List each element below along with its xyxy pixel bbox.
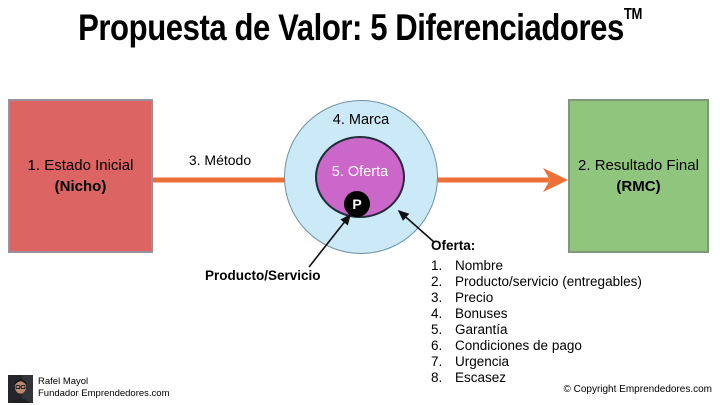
offer-item-number: 5. bbox=[431, 322, 443, 337]
offer-item-label: Nombre bbox=[455, 258, 504, 273]
copyright-text: © Copyright Emprendedores.com bbox=[563, 384, 712, 395]
result-box: 2. Resultado Final (RMC) bbox=[568, 99, 709, 253]
offer-list-item: 1. Nombre bbox=[431, 258, 642, 274]
offer-list-item: 3. Precio bbox=[431, 290, 642, 306]
offer-item-number: 1. bbox=[431, 258, 443, 273]
offer-item-label: Garantía bbox=[455, 322, 508, 337]
method-label: 3. Método bbox=[188, 152, 252, 168]
offer-list-item: 8. Escasez bbox=[431, 370, 642, 386]
offer-item-label: Precio bbox=[455, 290, 494, 305]
offer-ellipse: 5. Oferta bbox=[315, 136, 405, 218]
offer-item-number: 4. bbox=[431, 306, 443, 321]
offer-list-item: 6. Condiciones de pago bbox=[431, 338, 642, 354]
offer-item-number: 2. bbox=[431, 274, 443, 289]
offer-item-label: Condiciones de pago bbox=[455, 338, 582, 353]
result-line2: (RMC) bbox=[616, 178, 661, 195]
brand-label: 4. Marca bbox=[332, 112, 390, 128]
slide-title: Propuesta de Valor: 5 DiferenciadoresTM bbox=[58, 5, 663, 49]
offer-item-label: Escasez bbox=[455, 370, 507, 385]
offer-list-item: 7. Urgencia bbox=[431, 354, 642, 370]
offer-item-number: 6. bbox=[431, 338, 443, 353]
offer-item-label: Urgencia bbox=[455, 354, 510, 369]
author-name: Rafel Mayol bbox=[38, 376, 89, 387]
trademark-superscript: TM bbox=[623, 5, 642, 23]
offer-item-number: 3. bbox=[431, 290, 443, 305]
slide-title-text: Propuesta de Valor: 5 Diferenciadores bbox=[78, 7, 624, 48]
offer-details-panel: Oferta: 1. Nombre 2. Producto/servicio (… bbox=[431, 238, 642, 386]
initial-state-line2: (Nicho) bbox=[54, 178, 107, 195]
offer-item-label: Producto/servicio (entregables) bbox=[455, 274, 642, 289]
offer-details-list: 1. Nombre 2. Producto/servicio (entregab… bbox=[431, 258, 642, 386]
initial-state-box: 1. Estado Inicial (Nicho) bbox=[8, 99, 153, 253]
offer-details-heading: Oferta: bbox=[431, 238, 476, 253]
initial-state-line1: 1. Estado Inicial bbox=[27, 157, 134, 174]
offer-label: 5. Oferta bbox=[331, 164, 389, 180]
product-service-label: Producto/Servicio bbox=[205, 268, 321, 283]
author-role: Fundador Emprendedores.com bbox=[38, 388, 170, 399]
offer-list-item: 2. Producto/servicio (entregables) bbox=[431, 274, 642, 290]
offer-item-label: Bonuses bbox=[455, 306, 508, 321]
result-line1: 2. Resultado Final bbox=[578, 157, 699, 174]
author-photo bbox=[8, 375, 33, 403]
offer-item-number: 8. bbox=[431, 370, 443, 385]
offer-item-number: 7. bbox=[431, 354, 443, 369]
product-badge: P bbox=[344, 191, 370, 217]
offer-list-item: 4. Bonuses bbox=[431, 306, 642, 322]
offer-list-item: 5. Garantía bbox=[431, 322, 642, 338]
author-block: Rafel Mayol Fundador Emprendedores.com bbox=[38, 376, 170, 400]
